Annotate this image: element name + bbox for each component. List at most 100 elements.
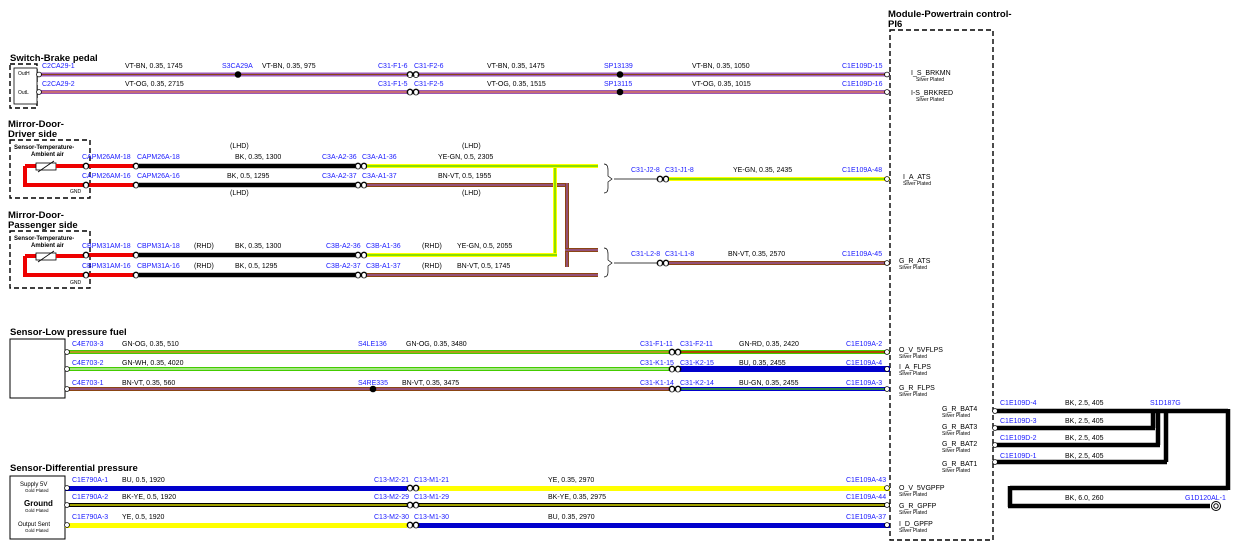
brake-w1-spec-4: VT-BN, 0.35, 1050: [692, 63, 750, 70]
dp-w3-connector-1: C1E790A-3: [72, 514, 108, 521]
passenger-r2-spec-2: BN-VT, 0.5, 1745: [457, 263, 510, 270]
brake-w2-connector-2: C31-F1-5: [378, 81, 408, 88]
ats-connector-3: C1E109A-48: [842, 167, 882, 174]
passenger-r2-connector-3: C3B-A2-37: [326, 263, 361, 270]
module-title-line2: PI6: [888, 19, 902, 30]
passenger-r1-connector-1: CBPM31AM-18: [82, 243, 131, 250]
passenger-thermistor: [23, 250, 84, 277]
module-box: [889, 29, 994, 541]
brake-w1-connector-2: C31-F1-6: [378, 63, 408, 70]
lpf-w3-connector-4: C1E109A-3: [846, 380, 882, 387]
bat4-plate: Silver Plated: [942, 413, 970, 419]
ats-connector-2: C31-J1-8: [665, 167, 694, 174]
dp-title: Sensor-Differential pressure: [10, 463, 138, 474]
brake-w2-spec-3: VT-OG, 0.35, 1515: [487, 81, 546, 88]
lpf-wire-3: [64, 385, 890, 393]
dp-w3-connector-3: C13-M1-30: [414, 514, 449, 521]
passenger-r2-rhd-a: (RHD): [194, 263, 214, 270]
dp-w2-connector-2: C13-M2-29: [374, 494, 409, 501]
driver-r1-connector-4: C3A-A1-36: [362, 154, 397, 161]
battery-ground-wires: [992, 408, 1231, 511]
dp-wire-2: [64, 501, 890, 509]
dp-w2-spec-2: BK-YE, 0.35, 2975: [548, 494, 606, 501]
ats-merge-lines: [553, 163, 613, 278]
lpf-sensor-box: [9, 338, 66, 399]
driver-sensor-title-2: Ambient air: [31, 152, 65, 158]
dp-w2-connector-1: C1E790A-2: [72, 494, 108, 501]
passenger-mirror-title-2: Passenger side: [8, 220, 78, 231]
bat1-connector: C1E109D-1: [1000, 453, 1037, 460]
g-ats-plate: Silver Plated: [899, 265, 927, 271]
dp-w1-connector-2: C13-M2-21: [374, 477, 409, 484]
lpf-wire-1: [64, 348, 890, 356]
dp-w2-pin: G_R_GPFP: [899, 503, 937, 510]
ats-connector-1: C31-J2-8: [631, 167, 660, 174]
driver-r2-connector-1: CAPM26AM-16: [82, 173, 131, 180]
bat2-pin: G_R_BAT2: [942, 441, 977, 448]
brake-pin-outl: OutL: [18, 90, 29, 96]
bat1-pin: G_R_BAT1: [942, 461, 977, 468]
passenger-r1-rhd-a: (RHD): [194, 243, 214, 250]
lpf-w2-connector-4: C1E109A-4: [846, 360, 882, 367]
driver-r1-connector-1: CAPM26AM-18: [82, 154, 131, 161]
passenger-r1-connector-2: CBPM31A-18: [137, 243, 180, 250]
lpf-w2-spec-3: BU, 0.35, 2455: [739, 360, 786, 367]
dp-w1-connector-3: C13-M1-21: [414, 477, 449, 484]
brake-w2-pin: I-S_BRKRED: [911, 90, 953, 97]
lpf-w2-spec-1: GN-WH, 0.35, 4020: [122, 360, 184, 367]
brake-w2-connector-3: C31-F2-5: [414, 81, 444, 88]
lpf-w2-connector-2: C31-K1-15: [640, 360, 674, 367]
passenger-sensor-title-2: Ambient air: [31, 243, 65, 249]
dp-w2-connector-4: C1E109A-44: [846, 494, 886, 501]
ats-spec: YE-GN, 0.35, 2435: [733, 167, 792, 174]
dp-pin-1-plate: Gold Plated: [25, 488, 49, 493]
brake-w2-connector-4: C1E109D-16: [842, 81, 883, 88]
g-ats-pin: G_R_ATS: [899, 258, 931, 265]
dp-sensor-box: [9, 475, 66, 540]
driver-r2-lhd-b: (LHD): [462, 190, 481, 197]
passenger-wire-1: [82, 251, 557, 259]
dp-w1-pin: O_V_5VGPFP: [899, 485, 945, 492]
bat1-plate: Silver Plated: [942, 468, 970, 474]
bat1-spec: BK, 2.5, 405: [1065, 453, 1104, 460]
bat2-spec: BK, 2.5, 405: [1065, 435, 1104, 442]
bat4-connector: C1E109D-4: [1000, 400, 1037, 407]
brake-w1-connector-3: C31-F2-6: [414, 63, 444, 70]
passenger-mirror-title: Mirror-Door-: [8, 210, 64, 221]
dp-w1-connector-1: C1E790A-1: [72, 477, 108, 484]
lpf-w1-spec-2: GN-OG, 0.35, 3480: [406, 341, 467, 348]
passenger-wire-2: [82, 271, 598, 279]
driver-mirror-title: Mirror-Door-: [8, 119, 64, 130]
bat3-pin: G_R_BAT3: [942, 424, 977, 431]
lpf-w3-connector-1: C4E703-1: [72, 380, 104, 387]
passenger-r1-rhd-b: (RHD): [422, 243, 442, 250]
driver-r1-connector-3: C3A-A2-36: [322, 154, 357, 161]
brake-switch-title: Switch-Brake pedal: [10, 53, 98, 64]
brake-switch-inner: [13, 67, 38, 105]
lpf-w1-spec-1: GN-OG, 0.35, 510: [122, 341, 179, 348]
brake-w1-connector-1: C2CA29-1: [42, 63, 75, 70]
lpf-w3-spec-1: BN-VT, 0.35, 560: [122, 380, 175, 387]
brake-w1-spec-1: VT-BN, 0.35, 1745: [125, 63, 183, 70]
brake-w2-connector-1: C2CA29-2: [42, 81, 75, 88]
passenger-mirror-box: [9, 230, 91, 289]
bat4-spec: BK, 2.5, 405: [1065, 400, 1104, 407]
lpf-w1-plate: Silver Plated: [899, 354, 927, 360]
dp-w3-connector-2: C13-M2-30: [374, 514, 409, 521]
lpf-w3-connector-3: C31-K2-14: [680, 380, 714, 387]
dp-w2-connector-3: C13-M1-29: [414, 494, 449, 501]
dp-w1-plate: Silver Plated: [899, 492, 927, 498]
driver-r2-spec-2: BN-VT, 0.5, 1955: [438, 173, 491, 180]
g-ats-connector-2: C31-L1-8: [665, 251, 694, 258]
module-title: Module-Powertrain control-: [888, 9, 1012, 20]
dp-pin-2-plate: Gold Plated: [25, 508, 49, 513]
lpf-w1-pin: O_V_5VFLPS: [899, 347, 943, 354]
driver-r2-connector-3: C3A-A2-37: [322, 173, 357, 180]
bat-splice: S1D187G: [1150, 400, 1181, 407]
brake-w1-plate: Silver Plated: [916, 77, 944, 83]
brake-wire-1: [36, 71, 890, 78]
bat-main-connector: G1D120AL-1: [1185, 495, 1226, 502]
driver-r1-lhd-a: (LHD): [230, 143, 249, 150]
passenger-r2-rhd-b: (RHD): [422, 263, 442, 270]
